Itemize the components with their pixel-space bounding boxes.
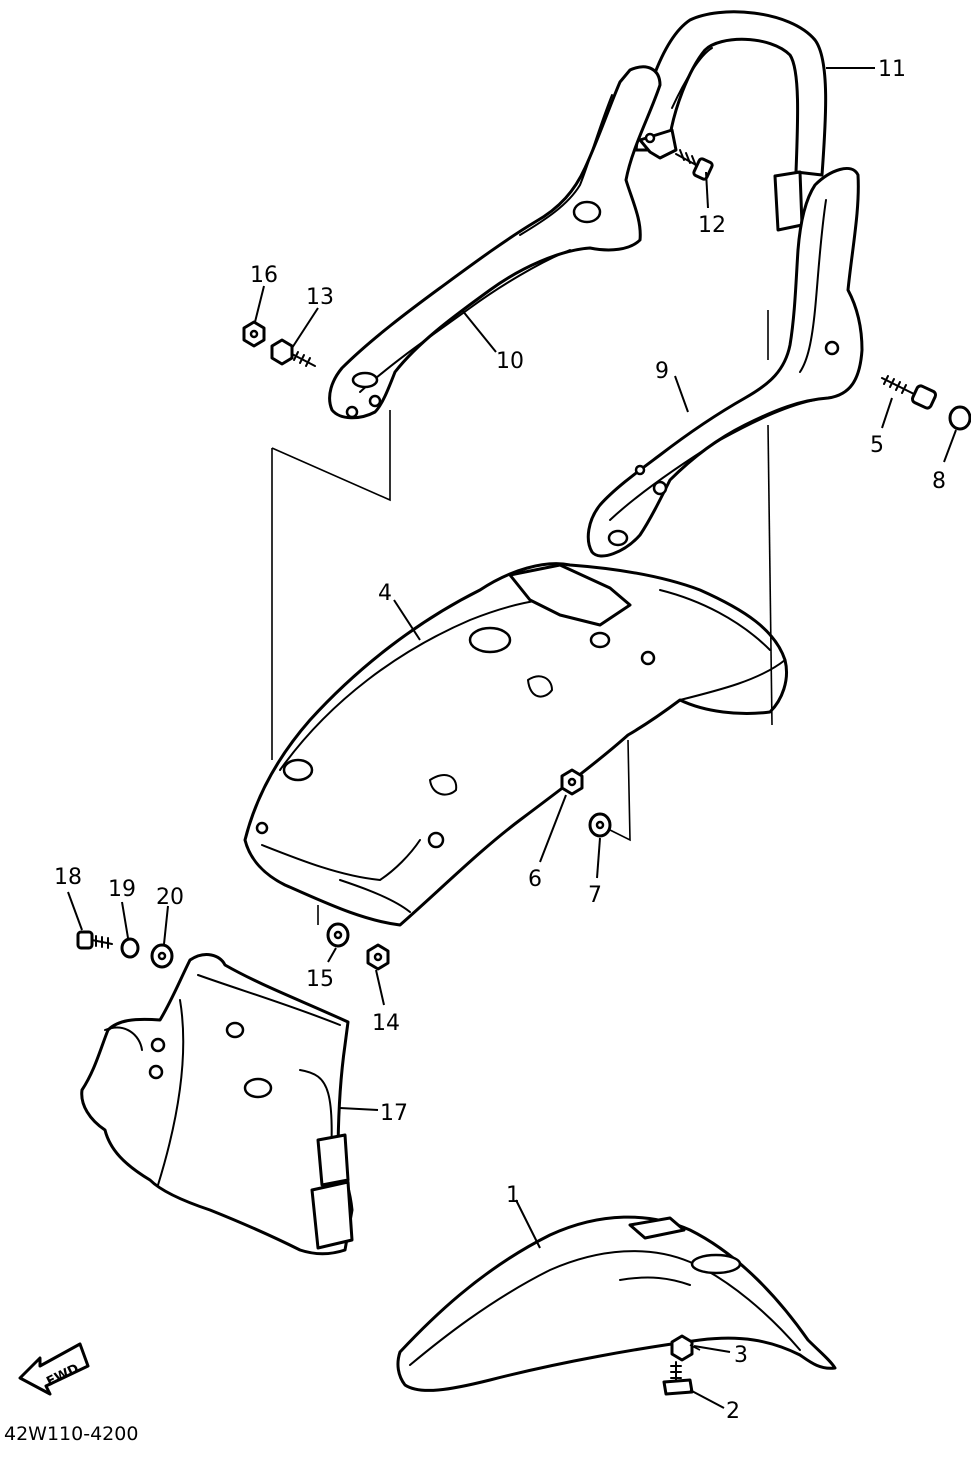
nut-part-14 bbox=[366, 943, 390, 971]
callout-16: 16 bbox=[250, 263, 278, 288]
cap-nut-part-8 bbox=[948, 405, 971, 431]
callout-13: 13 bbox=[306, 285, 334, 310]
front-fender-part-1 bbox=[396, 1215, 837, 1392]
grab-bar-part-11 bbox=[634, 10, 828, 232]
callout-leaders bbox=[67, 67, 957, 1409]
diagram-code: 42W110-4200 bbox=[4, 1423, 138, 1445]
callout-2: 2 bbox=[726, 1399, 740, 1424]
callout-15: 15 bbox=[306, 967, 334, 992]
nut-part-16 bbox=[242, 320, 266, 348]
callout-18: 18 bbox=[54, 865, 82, 890]
washer-part-15 bbox=[326, 922, 350, 948]
callout-14: 14 bbox=[372, 1011, 400, 1036]
callout-7: 7 bbox=[588, 883, 602, 908]
callout-labels: 11 12 16 13 10 9 5 8 4 6 7 15 14 18 19 2… bbox=[54, 57, 946, 1424]
callout-20: 20 bbox=[156, 885, 184, 910]
bolt-part-2 bbox=[662, 1361, 694, 1396]
callout-6: 6 bbox=[528, 867, 542, 892]
callout-9: 9 bbox=[655, 359, 669, 384]
hardware-group bbox=[76, 149, 971, 1396]
forward-arrow-icon: FWD bbox=[18, 1342, 90, 1396]
callout-4: 4 bbox=[378, 581, 392, 606]
rear-fender-part-4 bbox=[243, 562, 788, 927]
callout-10: 10 bbox=[496, 349, 524, 374]
callout-3: 3 bbox=[734, 1343, 748, 1368]
nut-part-3 bbox=[670, 1334, 694, 1362]
callout-12: 12 bbox=[698, 213, 726, 238]
callout-1: 1 bbox=[506, 1183, 520, 1208]
washer-part-7 bbox=[588, 812, 612, 838]
callout-19: 19 bbox=[108, 877, 136, 902]
bolt-part-18 bbox=[76, 930, 113, 950]
nut-part-6 bbox=[560, 768, 584, 796]
bolt-part-12 bbox=[675, 149, 714, 181]
callout-5: 5 bbox=[870, 433, 884, 458]
left-rail-part-10 bbox=[328, 65, 662, 420]
assembly-guides bbox=[271, 310, 773, 1351]
right-rail-part-9 bbox=[586, 167, 864, 558]
inner-fender-part-17 bbox=[80, 953, 354, 1256]
lock-washer-part-19 bbox=[120, 937, 140, 959]
bolt-part-13 bbox=[270, 338, 316, 367]
callout-11: 11 bbox=[878, 57, 906, 82]
bolt-part-5 bbox=[881, 375, 938, 410]
callout-17: 17 bbox=[380, 1101, 408, 1126]
washer-part-20 bbox=[150, 943, 174, 969]
callout-8: 8 bbox=[932, 469, 946, 494]
